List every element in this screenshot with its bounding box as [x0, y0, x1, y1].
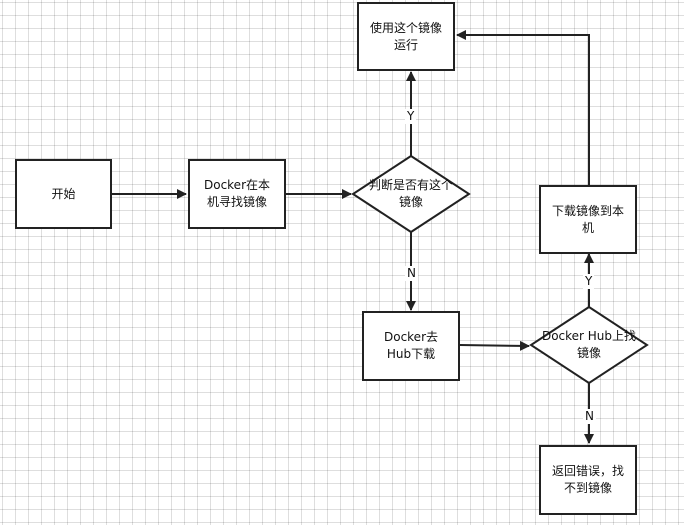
node-error: 返回错误，找 不到镜像	[539, 445, 637, 515]
node-hub-download: Docker去 Hub下载	[362, 311, 460, 381]
edge-label-has-no: N	[405, 266, 418, 281]
edge-label-hub-yes: Y	[583, 274, 595, 289]
node-local-search-label: Docker在本 机寻找镜像	[203, 178, 271, 209]
decision-hub-find-label: Docker Hub上找 镜像	[541, 329, 637, 360]
decision-has-image: 判断是否有这个 镜像	[355, 170, 467, 218]
node-start: 开始	[15, 159, 112, 229]
node-start-label: 开始	[51, 186, 76, 201]
node-run-image: 使用这个镜像 运行	[357, 2, 455, 71]
node-download-local: 下载镜像到本 机	[539, 185, 637, 254]
node-error-label: 返回错误，找 不到镜像	[551, 464, 624, 495]
node-run-image-label: 使用这个镜像 运行	[369, 20, 442, 52]
node-hub-download-label: Docker去 Hub下载	[383, 330, 439, 361]
edge-download-local-to-run	[456, 30, 590, 185]
edge-label-has-yes: Y	[405, 109, 417, 124]
edge-hub-download-to-hub-find	[459, 340, 530, 351]
node-download-local-label: 下载镜像到本 机	[551, 203, 624, 235]
node-local-search: Docker在本 机寻找镜像	[188, 159, 286, 229]
edge-label-hub-no: N	[583, 409, 596, 424]
decision-has-image-label: 判断是否有这个 镜像	[368, 178, 453, 209]
decision-hub-find: Docker Hub上找 镜像	[531, 321, 647, 369]
